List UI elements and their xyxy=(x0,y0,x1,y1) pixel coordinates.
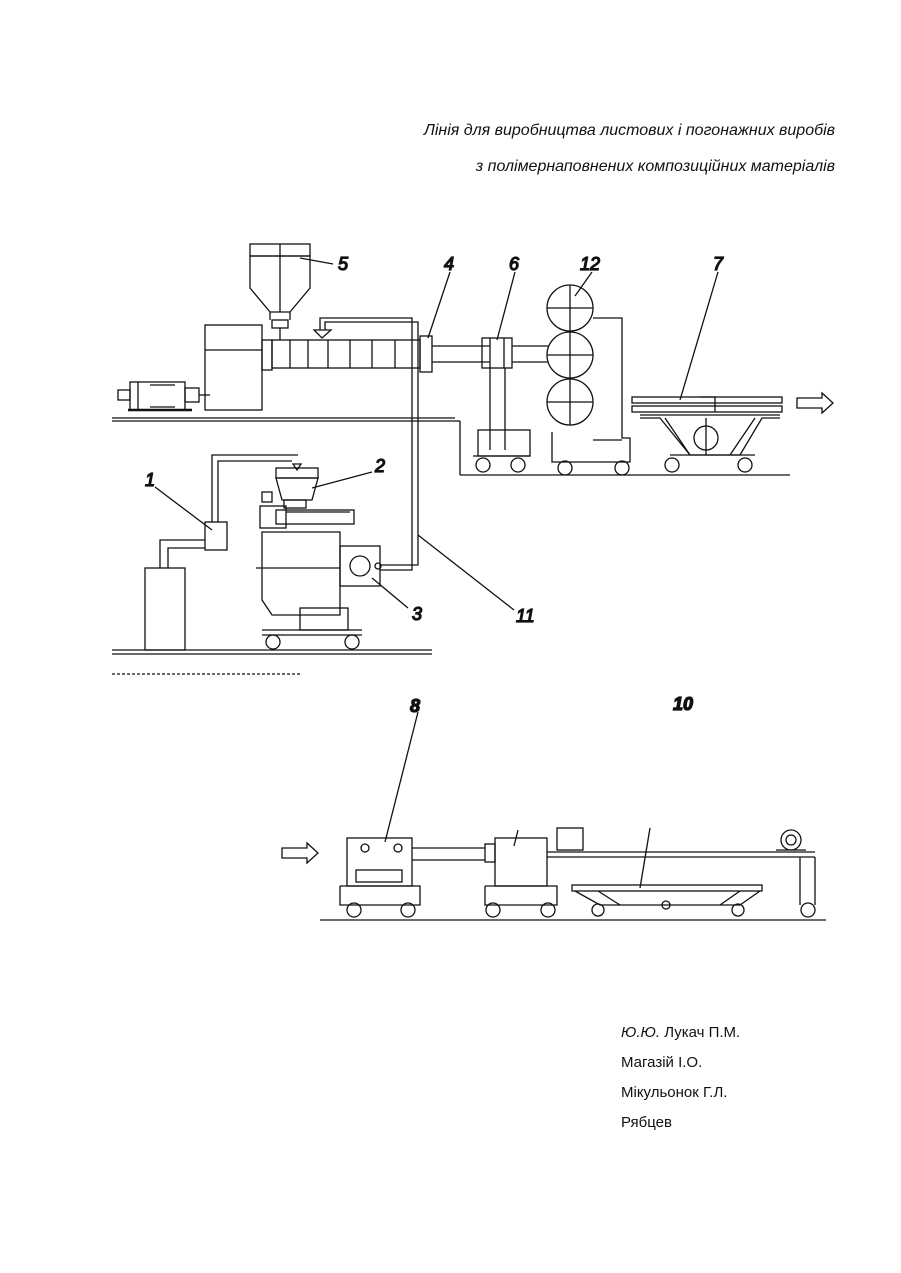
cutting-unit-8 xyxy=(340,838,485,917)
mixer-hopper-2 xyxy=(276,464,318,508)
author-4-name: Рябцев xyxy=(621,1114,672,1131)
label-2: 2 xyxy=(374,456,385,476)
label-6: 6 xyxy=(509,254,520,274)
stacking-table-10 xyxy=(547,828,815,916)
extruder-barrel xyxy=(272,336,490,372)
drive-motor xyxy=(118,382,210,410)
output-arrow xyxy=(797,393,833,413)
receiving-table-7 xyxy=(632,397,782,472)
label-4: 4 xyxy=(444,254,454,274)
pulling-unit xyxy=(485,830,557,917)
end-stand xyxy=(776,830,815,917)
label-8: 8 xyxy=(410,696,420,716)
label-7: 7 xyxy=(713,254,724,274)
label-12: 12 xyxy=(580,254,600,274)
author-1: Ю.Ю. Лукач П.М. xyxy=(621,1018,740,1048)
calender-12 xyxy=(547,285,630,475)
extruder-gearbox xyxy=(205,325,272,410)
label-1: 1 xyxy=(145,470,155,490)
author-3-name: Мікульонок Г.Л. xyxy=(621,1084,727,1101)
author-3: Мікульонок Г.Л. xyxy=(621,1078,740,1108)
author-1-prefix: Ю.Ю. xyxy=(621,1024,660,1041)
author-2: Магазій І.О. xyxy=(621,1048,740,1078)
compounding-extruder-3 xyxy=(256,492,381,649)
author-4: Рябцев xyxy=(621,1108,740,1138)
label-3: 3 xyxy=(412,604,422,624)
lower-floor-lines xyxy=(112,650,432,674)
label-10: 10 xyxy=(673,694,693,714)
author-2-name: Магазій І.О. xyxy=(621,1054,702,1071)
input-arrow xyxy=(282,843,318,863)
authors-list: Ю.Ю. Лукач П.М. Магазій І.О. Мікульонок … xyxy=(621,1018,740,1138)
feed-tank xyxy=(145,540,205,650)
author-1-name: Лукач П.М. xyxy=(664,1024,740,1041)
calibrator-6 xyxy=(473,338,548,472)
upper-floor-lines xyxy=(112,418,790,475)
label-11: 11 xyxy=(516,606,535,626)
label-5: 5 xyxy=(338,254,349,274)
